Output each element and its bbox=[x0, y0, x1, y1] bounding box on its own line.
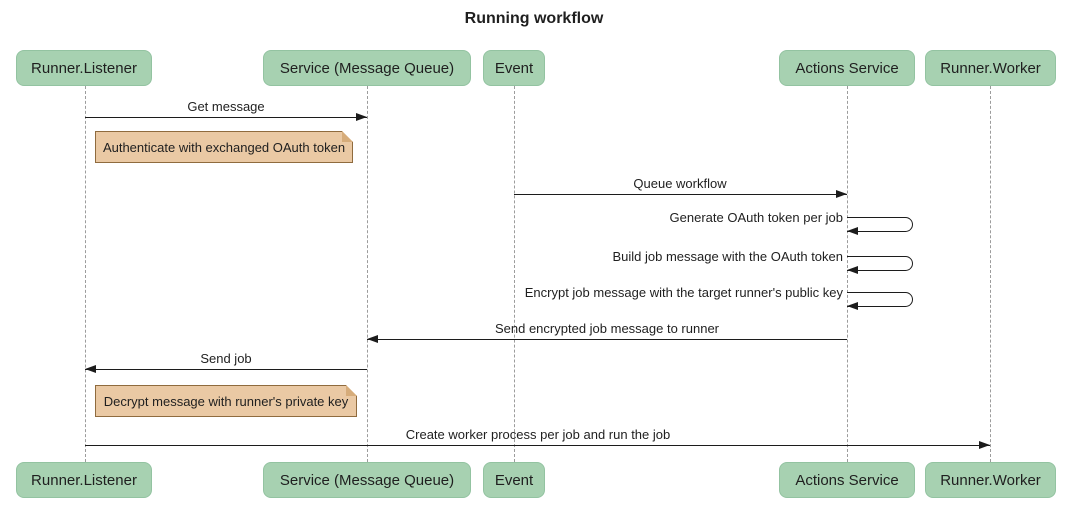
self-loop-arrow bbox=[847, 217, 913, 232]
note-text: Authenticate with exchanged OAuth token bbox=[102, 139, 346, 155]
message-line-send-encrypted bbox=[367, 339, 847, 340]
lifeline-runner-worker bbox=[989, 86, 991, 462]
message-label-build-job-message: Build job message with the OAuth token bbox=[612, 249, 843, 264]
message-line-send-job bbox=[85, 369, 367, 370]
arrowhead-left-icon bbox=[847, 266, 858, 274]
note-authenticate: Authenticate with exchanged OAuth token bbox=[95, 131, 353, 163]
message-label-queue-workflow: Queue workflow bbox=[633, 176, 727, 191]
lifeline-service-message-queue bbox=[366, 86, 368, 462]
message-label-generate-oauth-token: Generate OAuth token per job bbox=[669, 210, 843, 225]
message-label-encrypt-job-message: Encrypt job message with the target runn… bbox=[524, 285, 843, 300]
actor-top-runner-listener: Runner.Listener bbox=[16, 50, 152, 86]
arrowhead-left-icon bbox=[847, 302, 858, 310]
note-fold-icon bbox=[346, 385, 357, 396]
arrowhead-left-icon bbox=[367, 335, 378, 343]
actor-bottom-actions-service: Actions Service bbox=[779, 462, 915, 498]
message-label-create-worker: Create worker process per job and run th… bbox=[405, 427, 671, 442]
lifeline-event bbox=[513, 86, 515, 462]
lifeline-actions-service bbox=[846, 86, 848, 462]
self-loop-arrow bbox=[847, 256, 913, 271]
message-label-send-encrypted: Send encrypted job message to runner bbox=[494, 321, 720, 336]
note-fold-icon bbox=[342, 131, 353, 142]
actor-bottom-runner-worker: Runner.Worker bbox=[925, 462, 1056, 498]
arrowhead-right-icon bbox=[356, 113, 367, 121]
arrowhead-left-icon bbox=[847, 227, 858, 235]
arrowhead-right-icon bbox=[836, 190, 847, 198]
actor-top-service-message-queue: Service (Message Queue) bbox=[263, 50, 471, 86]
lifeline-runner-listener bbox=[84, 86, 86, 462]
actor-bottom-runner-listener: Runner.Listener bbox=[16, 462, 152, 498]
actor-bottom-service-message-queue: Service (Message Queue) bbox=[263, 462, 471, 498]
message-line-queue-workflow bbox=[514, 194, 847, 195]
note-decrypt: Decrypt message with runner's private ke… bbox=[95, 385, 357, 417]
actor-bottom-event: Event bbox=[483, 462, 545, 498]
message-label-send-job: Send job bbox=[200, 351, 252, 366]
arrowhead-left-icon bbox=[85, 365, 96, 373]
actor-top-runner-worker: Runner.Worker bbox=[925, 50, 1056, 86]
diagram-title: Running workflow bbox=[464, 10, 604, 27]
note-text: Decrypt message with runner's private ke… bbox=[103, 393, 349, 409]
arrowhead-right-icon bbox=[979, 441, 990, 449]
message-line-create-worker bbox=[85, 445, 990, 446]
self-loop-arrow bbox=[847, 292, 913, 307]
actor-top-actions-service: Actions Service bbox=[779, 50, 915, 86]
actor-top-event: Event bbox=[483, 50, 545, 86]
message-line-get-message bbox=[85, 117, 367, 118]
message-label-get-message: Get message bbox=[187, 99, 265, 114]
